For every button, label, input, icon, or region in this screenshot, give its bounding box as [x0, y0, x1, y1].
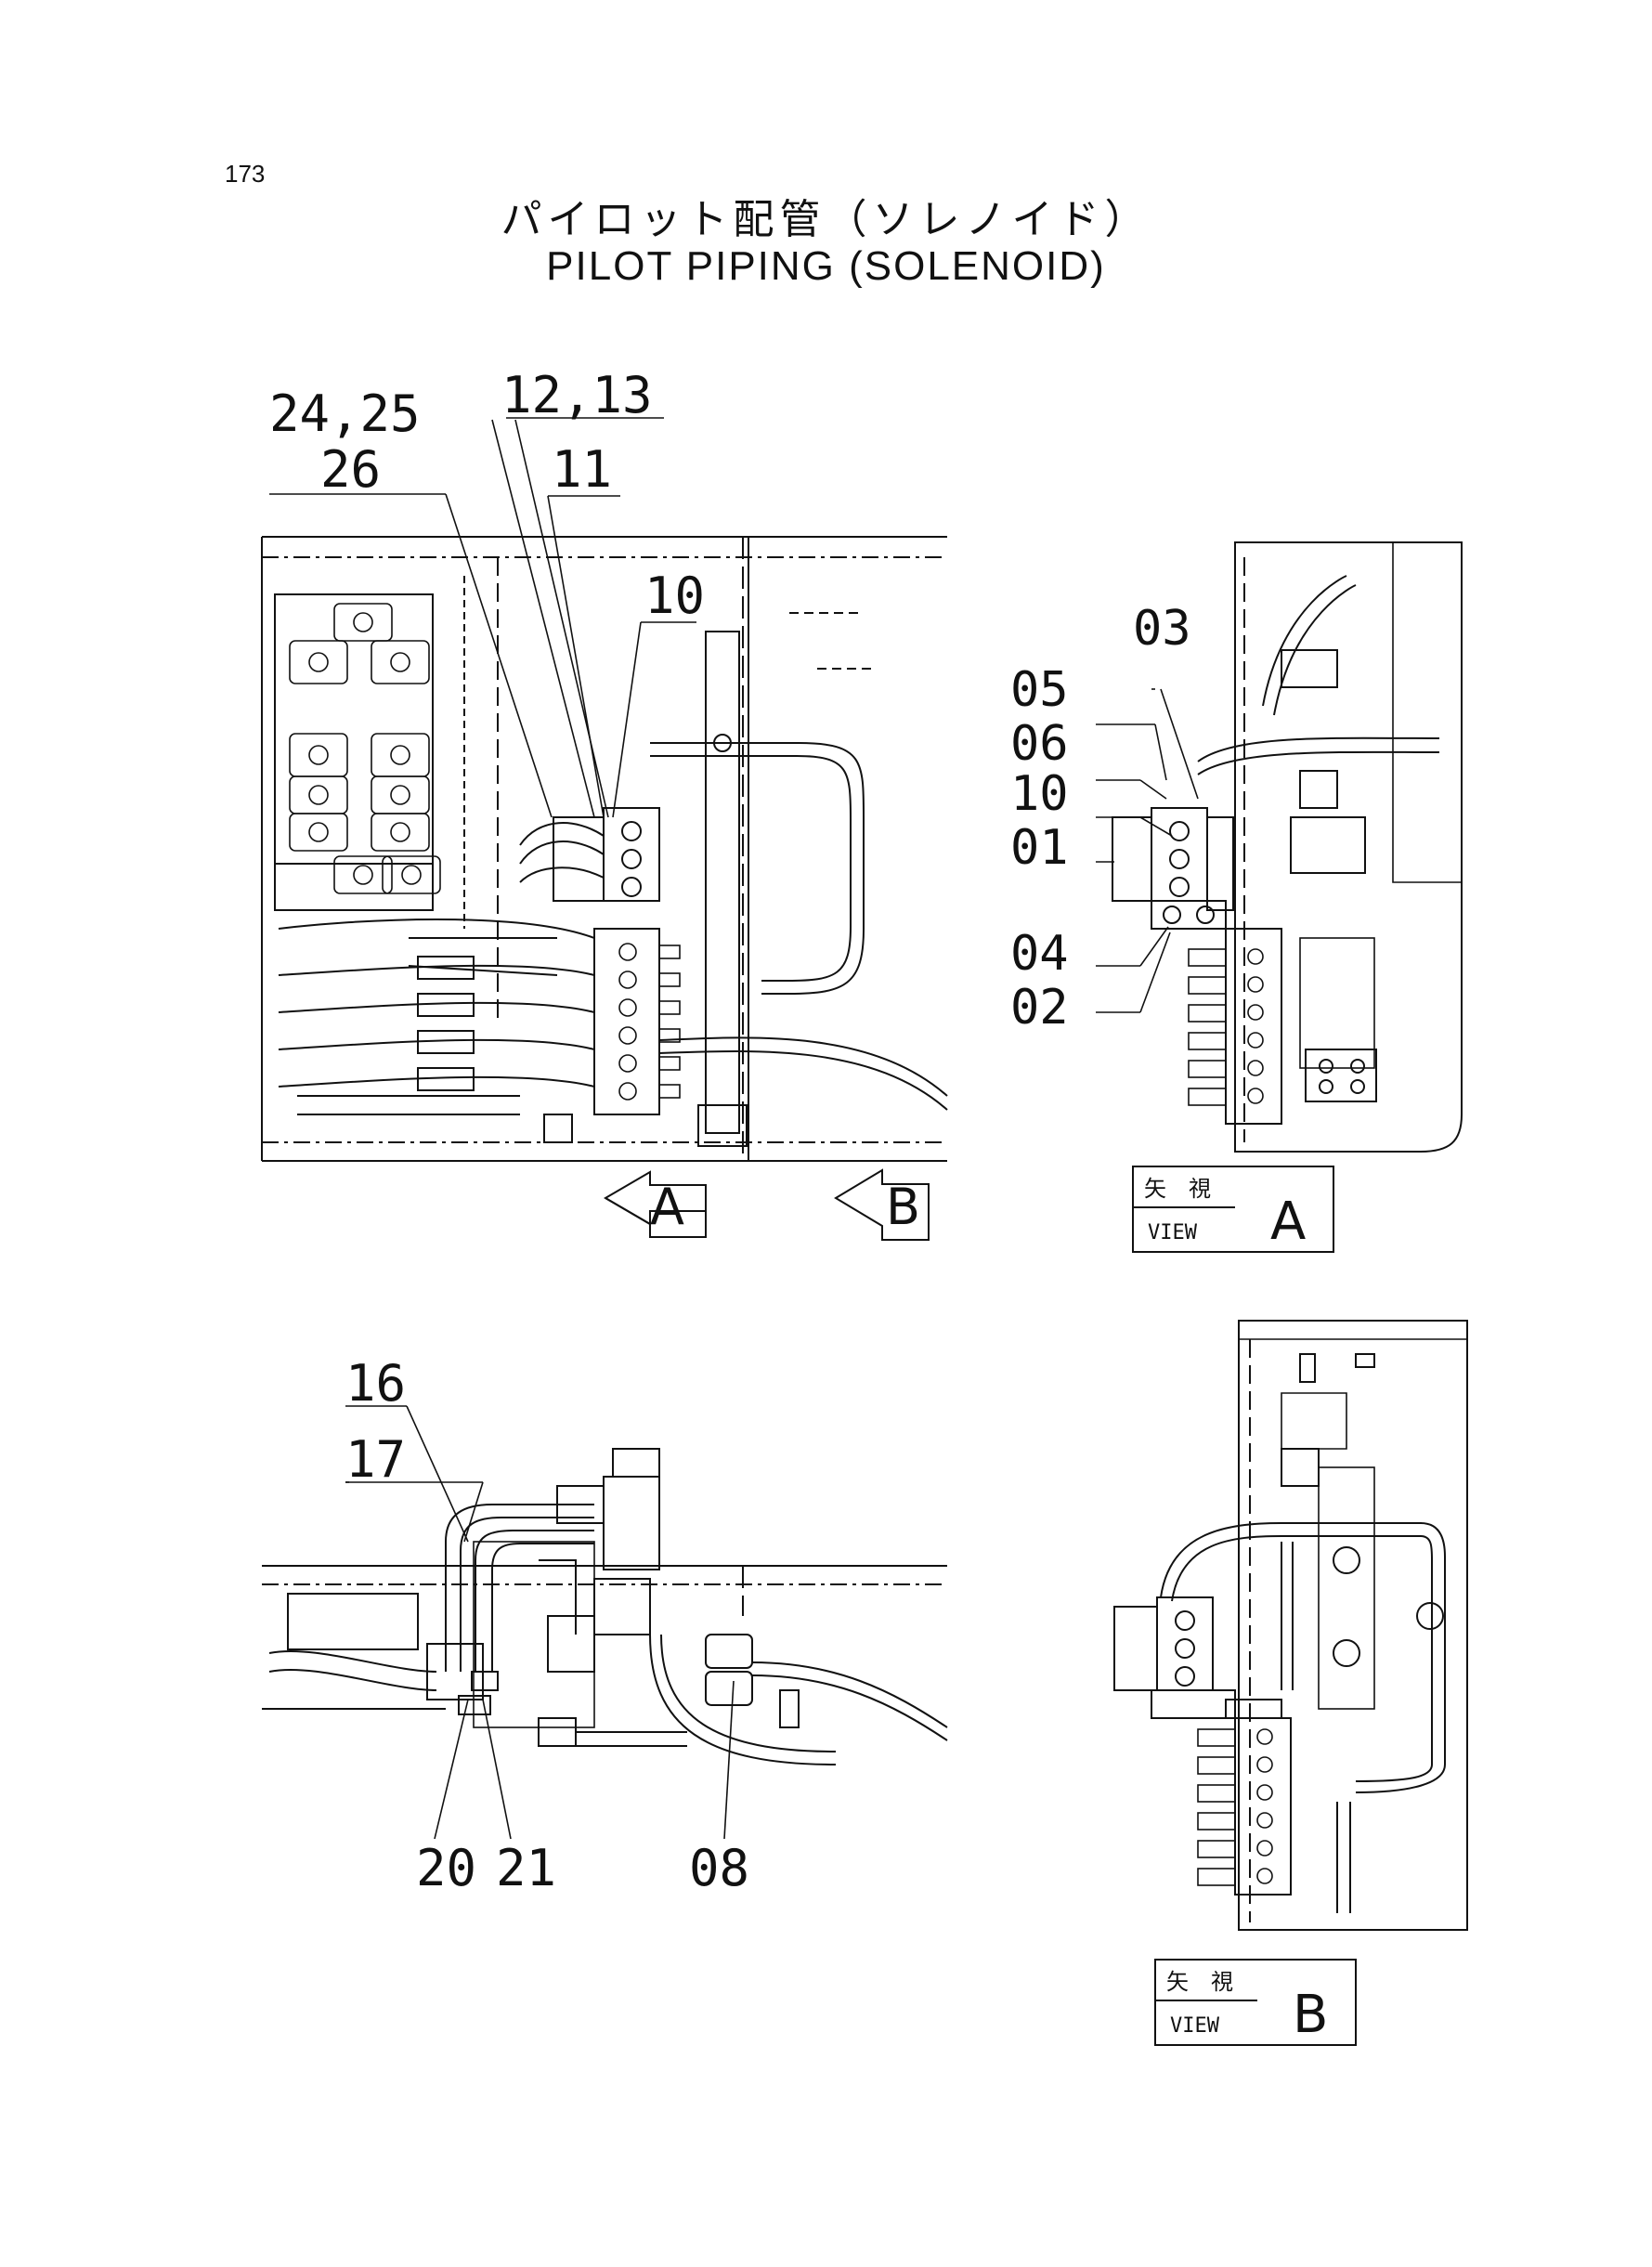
callout-11: 11 [552, 440, 612, 499]
view-b-label: 矢 視 VIEW B [1154, 1959, 1357, 2046]
callouts-main: 24,25 12,13 26 11 10 [269, 366, 705, 625]
leader-lines-view-a [1096, 688, 1199, 1013]
callout-06: 06 [1010, 716, 1069, 772]
view-a-drawing [1112, 541, 1463, 1153]
title-japanese: パイロット配管（ソレノイド） [501, 196, 1151, 243]
callout-20: 20 [416, 1839, 476, 1897]
callout-02: 02 [1010, 980, 1069, 1036]
arrow-a: A [604, 1170, 707, 1238]
callout-04: 04 [1010, 926, 1069, 982]
callout-21: 21 [496, 1839, 556, 1897]
callout-03: 03 [1133, 601, 1191, 657]
view-b-jp: 矢 視 [1166, 1969, 1233, 1995]
arrow-label-b: B [886, 1178, 920, 1236]
callout-16: 16 [345, 1354, 406, 1413]
view-a-en: VIEW [1148, 1221, 1198, 1244]
view-a-label: 矢 視 VIEW A [1132, 1166, 1334, 1253]
callout-17: 17 [345, 1430, 406, 1489]
view-a-letter: A [1270, 1192, 1306, 1252]
main-view-top [261, 536, 948, 1162]
view-b-drawing [1113, 1320, 1468, 1931]
callout-24-25: 24,25 [269, 384, 421, 443]
callout-26: 26 [320, 440, 381, 499]
callout-05: 05 [1010, 662, 1069, 718]
main-view-bottom [262, 1448, 948, 1765]
callout-10-view: 10 [1010, 766, 1069, 822]
callout-01: 01 [1010, 820, 1069, 876]
callouts-view-a: 03 05 06 10 01 04 02 [1010, 601, 1191, 1036]
callout-08: 08 [689, 1839, 749, 1897]
callouts-bottom: 16 17 20 21 08 [345, 1354, 749, 1897]
view-b-en: VIEW [1170, 2014, 1220, 2038]
leader-lines-bottom [345, 1405, 735, 1840]
title-english: PILOT PIPING (SOLENOID) [546, 243, 1106, 289]
arrow-b: B [834, 1168, 930, 1241]
callout-12-13: 12,13 [501, 366, 653, 424]
view-b-letter: B [1293, 1985, 1328, 2045]
leader-lines-main [269, 417, 696, 818]
callout-10-main: 10 [644, 567, 705, 625]
page-number: 173 [225, 160, 266, 188]
view-a-jp: 矢 視 [1144, 1176, 1211, 1202]
arrow-label-a: A [650, 1178, 684, 1236]
